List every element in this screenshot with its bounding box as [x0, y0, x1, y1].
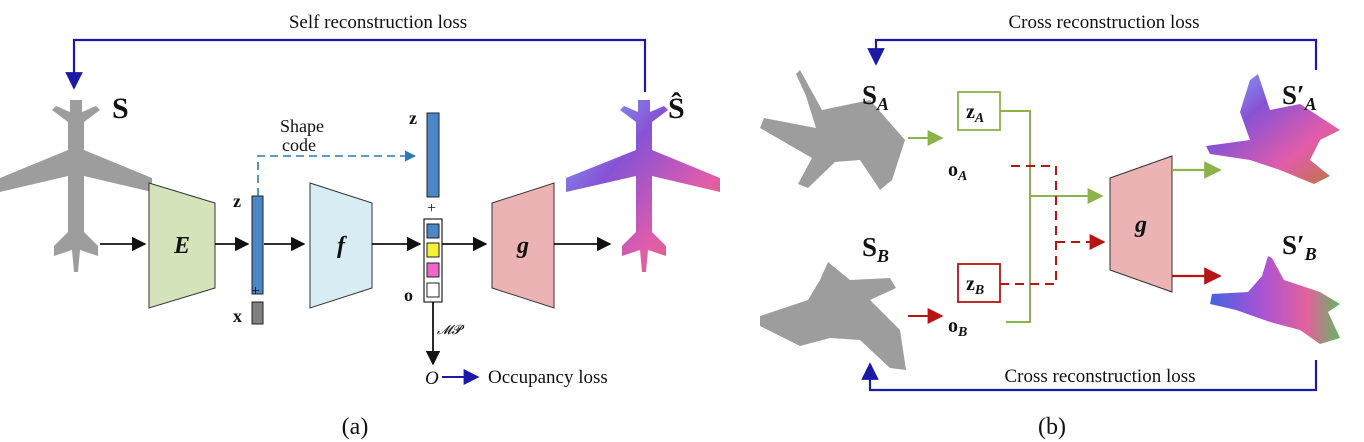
plus-sign-z-x: + [251, 283, 260, 300]
input-plane-pointcloud [0, 100, 152, 272]
o-a-label: oA [948, 159, 967, 184]
input-shape-label: S [112, 92, 129, 125]
o-cell-empty [426, 282, 440, 298]
shape-a-label: SA [862, 80, 889, 114]
self-reconstruction-loss-label: Self reconstruction loss [289, 12, 467, 33]
occupancy-symbol: O [425, 368, 439, 389]
latent-z-label: z [233, 191, 241, 211]
o-cell-blue [426, 223, 440, 239]
self-loss-arrow [65, 38, 647, 92]
query-x-label: x [233, 306, 242, 326]
z-a-label: zA [966, 101, 984, 126]
output-a-pointcloud [1206, 74, 1340, 184]
max-pooling-label: 𝓜𝓟 [437, 322, 465, 337]
output-plane-pointcloud [566, 100, 720, 272]
decoder-label-b: g [1134, 212, 1147, 238]
mapper-block [309, 182, 373, 309]
copied-z-bar [426, 112, 440, 198]
green-route-za-ob [1000, 110, 1031, 323]
shape-code-label-line1: Shape [280, 116, 324, 136]
encoder-label: E [173, 233, 190, 259]
panel-b: Cross reconstruction loss Cross reconstr… [760, 12, 1340, 440]
output-b-pointcloud [1210, 256, 1340, 344]
o-cell-pink [426, 262, 440, 278]
plus-sign-z-o: + [427, 200, 436, 217]
cross-loss-bottom-label: Cross reconstruction loss [1004, 366, 1195, 387]
occupancy-code-column [423, 218, 443, 303]
mapper-label: f [337, 233, 347, 259]
latent-z-bar [251, 195, 264, 295]
decoder-label-a: g [516, 233, 529, 259]
panel-a: Self reconstruction loss S E z + x Shape… [0, 12, 720, 440]
output-shape-label: Ŝ [668, 92, 685, 125]
shape-code-dashed-arrow [257, 150, 417, 196]
caption-a: (a) [342, 414, 369, 440]
output-b-label: S′B [1282, 230, 1317, 264]
caption-b: (b) [1038, 414, 1066, 440]
shape-code-label-line2: code [282, 135, 316, 155]
z-b-box [957, 263, 1001, 303]
encoder-block [148, 182, 216, 309]
cross-loss-top-arrow [867, 38, 1318, 70]
o-cell-yellow [426, 242, 440, 258]
occupancy-loss-label: Occupancy loss [488, 367, 608, 388]
o-b-label: oB [948, 315, 967, 340]
copied-z-label: z [409, 108, 417, 128]
cross-loss-top-label: Cross reconstruction loss [1008, 12, 1199, 33]
cross-loss-bottom-arrow [861, 360, 1318, 392]
decoder-block-b [1109, 155, 1173, 293]
red-route-zb-oa [1000, 165, 1057, 285]
output-a-label: S′A [1282, 80, 1317, 114]
shape-a-pointcloud [760, 70, 905, 190]
shape-b-pointcloud [760, 262, 906, 370]
z-a-box [957, 91, 1001, 131]
shape-b-label: SB [862, 232, 889, 266]
z-b-label: zB [966, 273, 984, 298]
occupancy-code-label: o [404, 285, 413, 305]
decoder-block-a [491, 182, 555, 309]
query-x-bar [251, 301, 264, 325]
